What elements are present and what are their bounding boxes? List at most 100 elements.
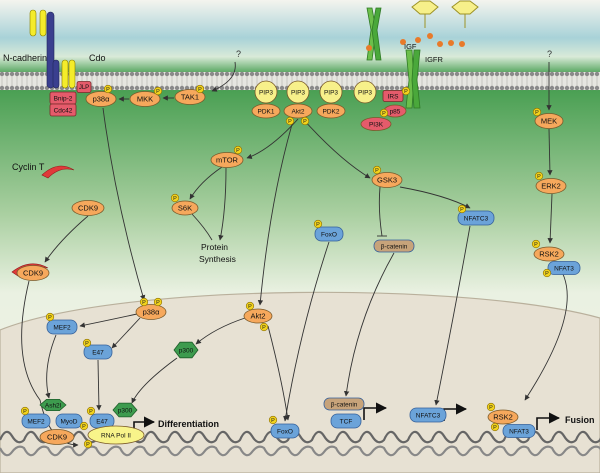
cdc42-node: Cdc42 xyxy=(49,103,77,117)
mef2-dna-label: MEF2 xyxy=(27,418,45,425)
protein-synthesis-line2: Synthesis xyxy=(199,254,236,264)
connection-edge xyxy=(195,317,246,345)
transcription-arrow xyxy=(363,402,388,420)
protein-synthesis-line1: Protein xyxy=(201,242,228,252)
n-cadherin-bar xyxy=(29,9,37,37)
beta-catenin-cyto-label: β-catenin xyxy=(381,243,408,250)
phospho-marker: P xyxy=(153,297,163,306)
connection-edge xyxy=(399,186,471,209)
phospho-label: P xyxy=(248,304,252,310)
akt2-top-label: Akt2 xyxy=(291,108,304,115)
irs-node: IRS xyxy=(382,90,404,102)
e47-dna-label: E47 xyxy=(96,418,108,425)
receptor-green-right xyxy=(371,7,382,61)
akt2-nuc-node: Akt2 xyxy=(243,308,273,324)
pdk1-node: PDK1 xyxy=(251,103,281,119)
phospho-marker: P xyxy=(379,108,389,117)
pdk2-label: PDK2 xyxy=(323,108,340,115)
myod-node: MyoD xyxy=(55,413,83,429)
p85-label: p85 xyxy=(390,108,401,115)
igf-hexagon xyxy=(411,0,439,15)
connection-edge xyxy=(102,107,146,301)
rsk2-cyto-label: RSK2 xyxy=(539,250,559,259)
phospho-marker: P xyxy=(531,239,541,248)
p38a-nuc-label: p38α xyxy=(143,308,161,317)
phospho-label: P xyxy=(89,409,93,415)
akt2-nuc-label: Akt2 xyxy=(250,312,265,321)
connection-edge xyxy=(79,313,138,328)
phospho-label: P xyxy=(86,442,90,448)
phospho-label: P xyxy=(316,222,320,228)
connection-edge xyxy=(434,225,471,406)
phospho-label: P xyxy=(382,111,386,117)
phospho-marker: P xyxy=(457,204,467,213)
phospho-marker: P xyxy=(313,219,323,228)
connection-edge xyxy=(267,325,290,421)
nucleus xyxy=(0,291,600,473)
phospho-marker: P xyxy=(401,86,411,95)
inhibition-edge xyxy=(378,186,383,237)
cdo-receptor xyxy=(46,11,55,89)
fusion-label: Fusion xyxy=(565,415,595,425)
ash2l-label: Ash2l xyxy=(45,402,62,409)
connection-edge xyxy=(96,359,102,411)
mef2-nuc-label: MEF2 xyxy=(53,324,71,331)
connection-edge xyxy=(246,118,299,159)
igf-dot xyxy=(448,40,454,46)
cdk9-dna-node: CDK9 xyxy=(39,429,75,445)
phospho-marker: P xyxy=(79,421,89,430)
differentiation-label: Differentiation xyxy=(158,419,219,429)
cdo-bar xyxy=(61,59,69,89)
phospho-label: P xyxy=(271,418,275,424)
pip3-node: PIP3 xyxy=(254,80,278,104)
igf-dot xyxy=(427,33,433,39)
phospho-marker: P xyxy=(45,312,55,321)
connections xyxy=(21,61,568,448)
pip3-node: PIP3 xyxy=(353,80,377,104)
phospho-marker: P xyxy=(486,402,496,411)
cdc42-label: Cdc42 xyxy=(54,107,73,114)
igfr-label: IGFR xyxy=(425,55,443,64)
beta-catenin-cyto-node: β-catenin xyxy=(373,239,415,253)
phospho-marker: P xyxy=(542,268,552,277)
pip3-node: PIP3 xyxy=(319,80,343,104)
cdk9-dna-label: CDK9 xyxy=(47,433,67,442)
phospho-label: P xyxy=(236,148,240,154)
connection-edge xyxy=(547,128,553,176)
mef2-nuc-node: MEF2 xyxy=(46,319,78,335)
phospho-marker: P xyxy=(83,439,93,448)
rsk2-cyto-node: RSK2 xyxy=(533,246,565,262)
phospho-marker: P xyxy=(372,165,382,174)
rsk2-dna-node: RSK2 xyxy=(487,409,519,425)
phospho-marker: P xyxy=(86,406,96,415)
phospho-label: P xyxy=(23,409,27,415)
s6k-label: S6K xyxy=(178,204,192,213)
phospho-marker: P xyxy=(300,116,310,125)
jlp-node: JLP xyxy=(76,81,92,93)
unknown-mark-right: ? xyxy=(547,49,552,59)
nfatc3-cyto-node: NFATC3 xyxy=(457,210,495,226)
beta-catenin-dna-node: β-catenin xyxy=(323,397,365,411)
phospho-marker: P xyxy=(20,406,30,415)
cyclin-t-label: Cyclin T xyxy=(12,162,45,172)
phospho-label: P xyxy=(535,110,539,116)
mtor-node: mTOR xyxy=(210,152,244,168)
connection-edge xyxy=(44,215,89,263)
mek-node: MEK xyxy=(534,113,564,129)
cdo-bar xyxy=(68,59,76,89)
connection-edge xyxy=(211,61,236,92)
p300-dna-label: p300 xyxy=(118,407,133,414)
ash2l-node: Ash2l xyxy=(39,398,67,412)
mkk-node: MKK xyxy=(129,91,161,107)
cyclin-t-crescent xyxy=(41,165,75,179)
foxo-cyto-node: FoxO xyxy=(314,226,344,242)
phospho-label: P xyxy=(156,89,160,95)
n-cadherin-label: N-cadherin xyxy=(3,53,47,63)
phospho-label: P xyxy=(48,315,52,321)
connection-edge xyxy=(189,166,223,200)
transcription-arrow xyxy=(536,412,561,430)
tak1-node: TAK1 xyxy=(174,89,206,105)
p300-nuc-label: p300 xyxy=(179,347,194,354)
